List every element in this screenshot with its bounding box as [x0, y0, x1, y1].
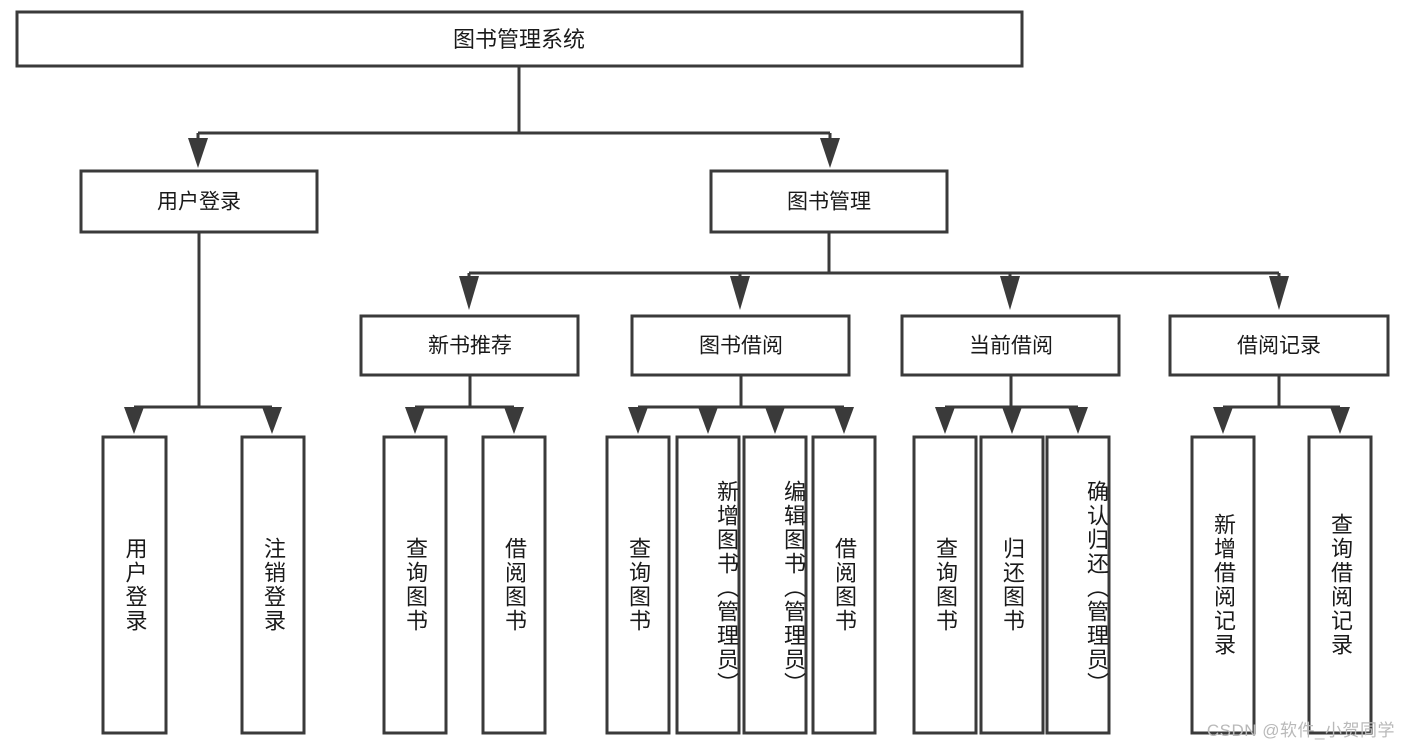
node-borrow-record-box[interactable]	[1168, 314, 1390, 377]
arrow-to-leaf-add-book	[698, 407, 718, 434]
node-user-login-label: 用户登录	[157, 191, 241, 214]
node-user-login[interactable]: 用户登录	[79, 169, 319, 234]
node-borrow-record[interactable]: 借阅记录	[1168, 314, 1390, 377]
node-root-label: 图书管理系统	[453, 27, 585, 52]
leaf-box-edit-book[interactable]	[742, 435, 808, 735]
arrow-to-book-manage	[820, 138, 840, 168]
leaf-box-borrow-book-1[interactable]	[481, 435, 547, 735]
node-new-book-recommend-box[interactable]	[359, 314, 580, 377]
node-root-box[interactable]	[15, 10, 1024, 68]
leaf-box-user-login[interactable]	[101, 435, 168, 735]
leaf-box-query-record[interactable]	[1307, 435, 1373, 735]
leaf-box-query-book-2[interactable]	[605, 435, 671, 735]
csdn-watermark: CSDN @软件_小贺同学	[1206, 721, 1395, 740]
leaf-box-confirm-return[interactable]	[1045, 435, 1111, 735]
arrow-to-current-borrow	[1000, 276, 1020, 310]
arrow-to-leaf-user-login	[124, 407, 144, 434]
arrow-to-leaf-borrow-book-1	[504, 407, 524, 434]
node-borrow-record-label: 借阅记录	[1237, 335, 1321, 358]
arrow-to-borrow-record	[1269, 276, 1289, 310]
leaf-box-query-book-3[interactable]	[912, 435, 978, 735]
arrow-to-leaf-edit-book	[765, 407, 785, 434]
arrow-to-leaf-return-book	[1002, 407, 1022, 434]
leaf-box-add-record[interactable]	[1190, 435, 1256, 735]
node-root[interactable]: 图书管理系统	[15, 10, 1024, 68]
node-book-manage[interactable]: 图书管理	[709, 169, 949, 234]
arrow-to-leaf-add-record	[1213, 407, 1233, 434]
leaf-box-return-book[interactable]	[979, 435, 1045, 735]
node-current-borrow[interactable]: 当前借阅	[900, 314, 1121, 377]
node-current-borrow-label: 当前借阅	[969, 335, 1053, 358]
arrow-to-leaf-query-book-2	[628, 407, 648, 434]
node-book-borrow-label: 图书借阅	[699, 335, 783, 358]
node-book-manage-box[interactable]	[709, 169, 949, 234]
leaf-box-logout[interactable]	[240, 435, 306, 735]
node-new-book-recommend-label: 新书推荐	[428, 335, 512, 358]
leaf-box-add-book[interactable]	[675, 435, 741, 735]
arrow-to-leaf-logout	[262, 407, 282, 434]
arrow-to-book-borrow	[730, 276, 750, 310]
arrow-to-user-login	[188, 138, 208, 168]
leaf-box-query-book-1[interactable]	[382, 435, 448, 735]
arrow-to-leaf-query-book-3	[935, 407, 955, 434]
arrow-to-leaf-query-record	[1330, 407, 1350, 434]
arrow-to-leaf-confirm-return	[1068, 407, 1088, 434]
arrow-to-leaf-borrow-book-2	[834, 407, 854, 434]
leaf-box-borrow-book-2[interactable]	[811, 435, 877, 735]
arrow-to-leaf-query-book-1	[405, 407, 425, 434]
node-book-manage-label: 图书管理	[787, 191, 871, 214]
arrow-to-new-book	[459, 276, 479, 310]
node-new-book-recommend[interactable]: 新书推荐	[359, 314, 580, 377]
node-book-borrow[interactable]: 图书借阅	[630, 314, 851, 377]
